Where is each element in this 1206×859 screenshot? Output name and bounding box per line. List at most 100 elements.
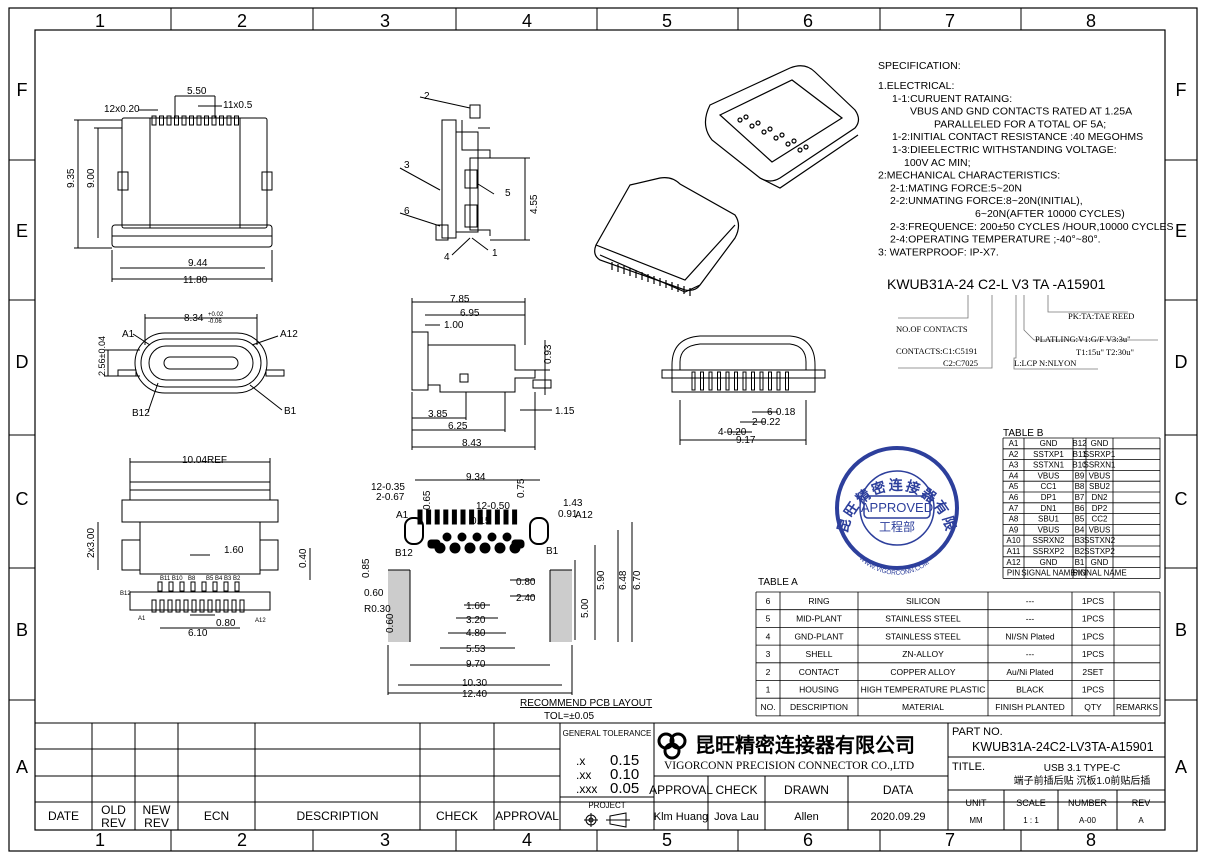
balloon-5: 5 xyxy=(505,188,511,199)
table-b-cell: SBU2 xyxy=(1089,482,1110,491)
table-b-cell: B6 xyxy=(1075,504,1085,513)
pcb-160: 1.60 xyxy=(466,601,486,612)
pcb-648: 6.48 xyxy=(618,570,629,590)
contact-pin xyxy=(755,120,761,126)
pin xyxy=(215,599,221,613)
front-view-2 xyxy=(661,335,826,445)
pcb-1240: 12.40 xyxy=(462,689,487,700)
grid-row-right: B xyxy=(1175,620,1187,640)
smd-pad xyxy=(512,509,518,525)
pin xyxy=(175,599,181,613)
table-b-cell: GND xyxy=(1091,558,1109,567)
table-b-cell: SSTXN2 xyxy=(1084,536,1116,545)
table-b-cell: A2 xyxy=(1009,450,1019,459)
grid-row-right: C xyxy=(1175,489,1188,509)
pcb-065: 0.65 xyxy=(422,490,433,510)
grid-row-right: A xyxy=(1175,757,1187,777)
table-b-cell: B10 xyxy=(1072,461,1087,470)
table-a-cell: 1 xyxy=(766,685,771,695)
approval-value: 2020.09.29 xyxy=(870,811,925,823)
smd-pad xyxy=(477,509,483,525)
table-b-cell: A8 xyxy=(1009,515,1019,524)
dim-115: 1.15 xyxy=(555,406,575,417)
pin xyxy=(759,371,764,391)
pcb-a12: A12 xyxy=(575,510,593,521)
pcb-240: 2.40 xyxy=(516,593,536,604)
table-a-cell: 1PCS xyxy=(1082,685,1105,695)
table-a-cell: NI/SN Plated xyxy=(1005,631,1054,641)
spec-line: 6~20N(AFTER 10000 CYCLES) xyxy=(975,208,1125,220)
contact-pin xyxy=(785,141,791,147)
dim-900: 9.00 xyxy=(86,168,97,188)
pin xyxy=(159,599,165,613)
table-b-cell: A9 xyxy=(1009,525,1019,534)
dim-2-022: 2-0.22 xyxy=(752,417,781,428)
table-b-cell: DP2 xyxy=(1092,504,1108,513)
pin xyxy=(219,115,224,126)
table-a-cell: 1PCS xyxy=(1082,649,1105,659)
svg-text:WWW.VIGORCONN.COM: WWW.VIGORCONN.COM xyxy=(858,555,931,577)
table-b-cell: B7 xyxy=(1075,493,1085,502)
no-of-contacts: NO.OF CONTACTS xyxy=(896,324,968,334)
table-b-cell: SIGNAL NAME xyxy=(1021,569,1075,578)
pin-a12: A12 xyxy=(255,618,266,624)
part-code-leaders xyxy=(898,295,1158,370)
unit-header: NUMBER xyxy=(1068,798,1108,808)
table-b-cell: B9 xyxy=(1075,471,1085,480)
dim-080: 0.80 xyxy=(216,618,236,629)
pcb-015: 0.15 xyxy=(471,516,491,527)
contact-pin xyxy=(761,129,767,135)
table-a-cell: 3 xyxy=(766,649,771,659)
table-b-cell: CC2 xyxy=(1091,515,1108,524)
dim-550: 5.50 xyxy=(187,86,207,97)
pin xyxy=(190,581,196,592)
table-a-cell: --- xyxy=(1026,614,1035,624)
contact-pin xyxy=(773,135,779,141)
pcb-670: 6.70 xyxy=(632,570,643,590)
dim-944: 9.44 xyxy=(188,258,208,269)
label-a12: A12 xyxy=(280,329,298,340)
balloon-3: 3 xyxy=(404,160,410,171)
spec-line: 1-3:DIEELECTRIC WITHSTANDING VOLTAGE: xyxy=(892,144,1117,156)
pcb-320: 3.20 xyxy=(466,615,486,626)
dim-834: 8.34 xyxy=(184,313,204,324)
table-b-cell: DP1 xyxy=(1041,493,1057,502)
dim-385: 3.85 xyxy=(428,409,448,420)
approval-header: DATA xyxy=(883,783,913,797)
grid-col-bottom: 6 xyxy=(803,830,813,850)
dim-610: 6.10 xyxy=(188,628,208,639)
balloon-6: 6 xyxy=(404,206,410,217)
tol-precision: .xx xyxy=(576,768,591,782)
dim-160: 1.60 xyxy=(224,545,244,556)
pcb-title: RECOMMEND PCB LAYOUT xyxy=(520,698,652,709)
pcb-b1: B1 xyxy=(546,546,559,557)
approval-value: Klm Huang xyxy=(654,811,708,823)
table-b-cell: CC1 xyxy=(1040,482,1057,491)
unit-header: REV xyxy=(1132,798,1151,808)
contact-pin xyxy=(779,132,785,138)
dim-11x05: 11x0.5 xyxy=(223,100,253,111)
through-hole xyxy=(487,532,497,542)
pin xyxy=(234,581,240,592)
spec-line: 2:MECHANICAL CHARACTERISTICS: xyxy=(878,170,1060,182)
table-a-cell: Au/Ni Plated xyxy=(1006,667,1054,677)
project-label: PROJECT xyxy=(588,801,625,810)
grid-col-top: 8 xyxy=(1086,11,1096,31)
grid-row-left: C xyxy=(16,489,29,509)
table-b-cell: PIN xyxy=(1073,569,1087,578)
pcb-060a: 0.60 xyxy=(364,588,384,599)
table-b-cell: SIGNAL NAME xyxy=(1072,569,1126,578)
plating-2: T1:15u" T2:30u" xyxy=(1076,347,1134,357)
table-b-cell: SSTXP2 xyxy=(1084,547,1115,556)
dim-455: 4.55 xyxy=(529,194,540,214)
through-hole xyxy=(479,542,491,554)
contact-pin xyxy=(803,144,809,150)
pin xyxy=(151,115,157,126)
pin xyxy=(708,371,713,391)
table-b-cell: A1 xyxy=(1009,439,1019,448)
spec-line: VBUS AND GND CONTACTS RATED AT 1.25A xyxy=(910,106,1132,118)
grid-col-top: 1 xyxy=(95,11,105,31)
table-b-cell: A10 xyxy=(1006,536,1021,545)
